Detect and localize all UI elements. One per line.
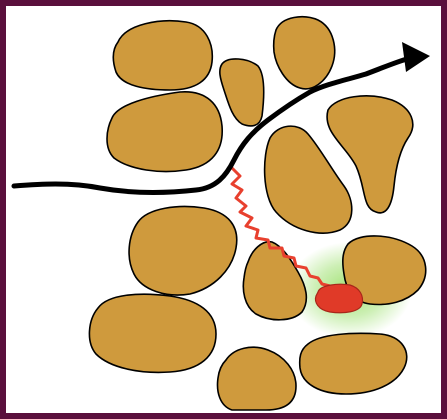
- target-blob: [316, 284, 363, 312]
- rock: [113, 21, 212, 90]
- rock: [89, 294, 216, 372]
